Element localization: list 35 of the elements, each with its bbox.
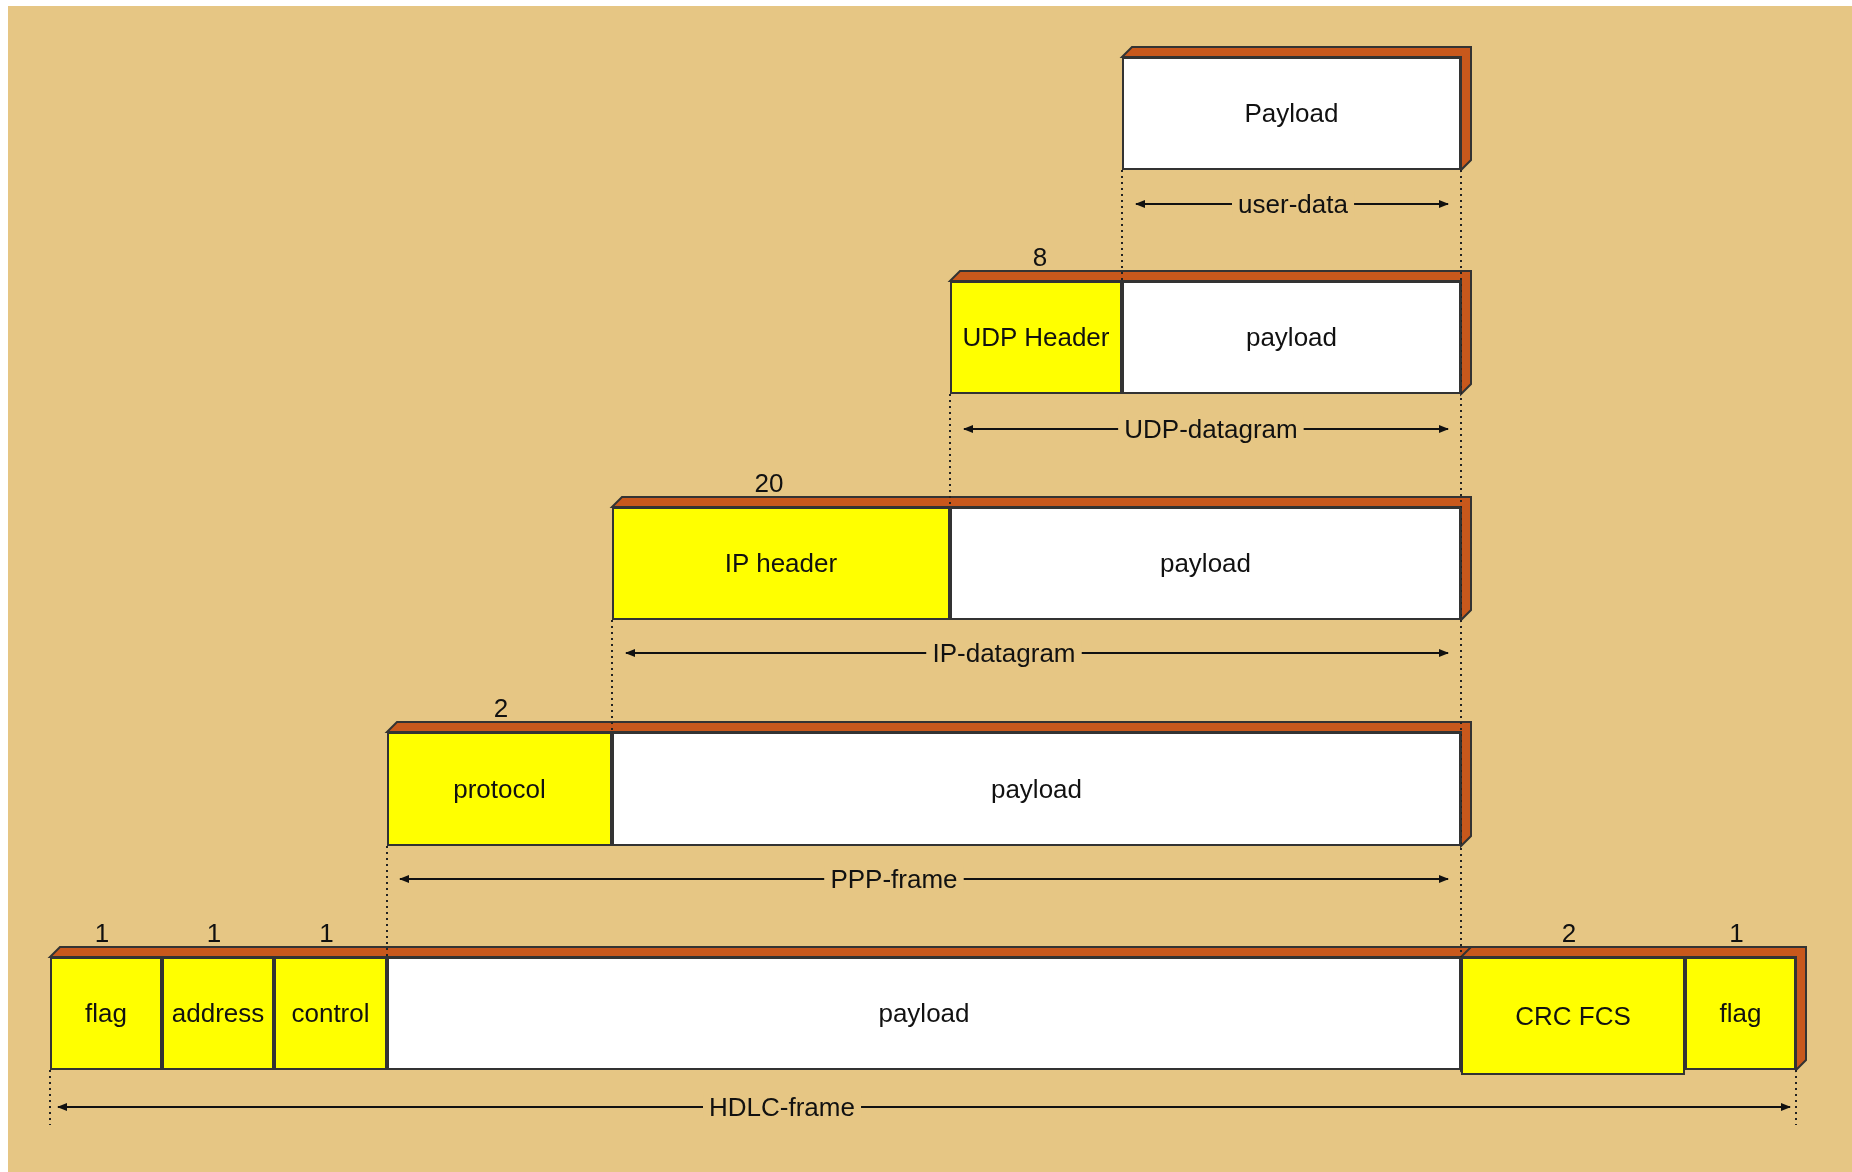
- field-name: payload: [1159, 548, 1252, 579]
- byte-count: 1: [319, 920, 334, 946]
- header-field-box: [274, 957, 387, 1070]
- field-name: payload: [990, 773, 1083, 805]
- byte-count: 2: [1561, 920, 1577, 946]
- byte-count: 1: [1729, 920, 1744, 946]
- field-name: flag: [85, 998, 127, 1029]
- field-name: payload: [1245, 322, 1338, 353]
- field-name: UDP Header: [962, 322, 1110, 353]
- byte-count: 8: [1032, 244, 1048, 270]
- header-field-box: [387, 732, 612, 846]
- header-field-box: [162, 957, 274, 1070]
- field-name: CRC FCS: [1515, 1000, 1631, 1032]
- field-name: flag: [1719, 998, 1762, 1029]
- header-field-box: [950, 281, 1122, 394]
- payload-field-box: [950, 507, 1461, 620]
- field-name: address: [171, 998, 265, 1029]
- byte-count: 1: [94, 920, 110, 946]
- header-field-box: [1685, 957, 1796, 1070]
- byte-count: 1: [206, 920, 222, 946]
- header-field-box: [612, 507, 950, 620]
- field-name: IP header: [724, 548, 838, 579]
- field-name: protocol: [453, 773, 546, 805]
- payload-field-box: [1122, 281, 1461, 394]
- dimension-label: IP-datagram: [926, 640, 1082, 666]
- field-name: Payload: [1244, 98, 1339, 129]
- field-name: payload: [878, 998, 970, 1029]
- payload-field-box: [387, 957, 1461, 1070]
- header-field-box: [50, 957, 162, 1070]
- byte-count: 2: [493, 695, 509, 721]
- dimension-label: UDP-datagram: [1118, 416, 1304, 442]
- byte-count: 20: [754, 470, 784, 496]
- field-name: control: [291, 998, 370, 1029]
- header-field-box: [1461, 957, 1685, 1075]
- payload-field-box: [612, 732, 1461, 846]
